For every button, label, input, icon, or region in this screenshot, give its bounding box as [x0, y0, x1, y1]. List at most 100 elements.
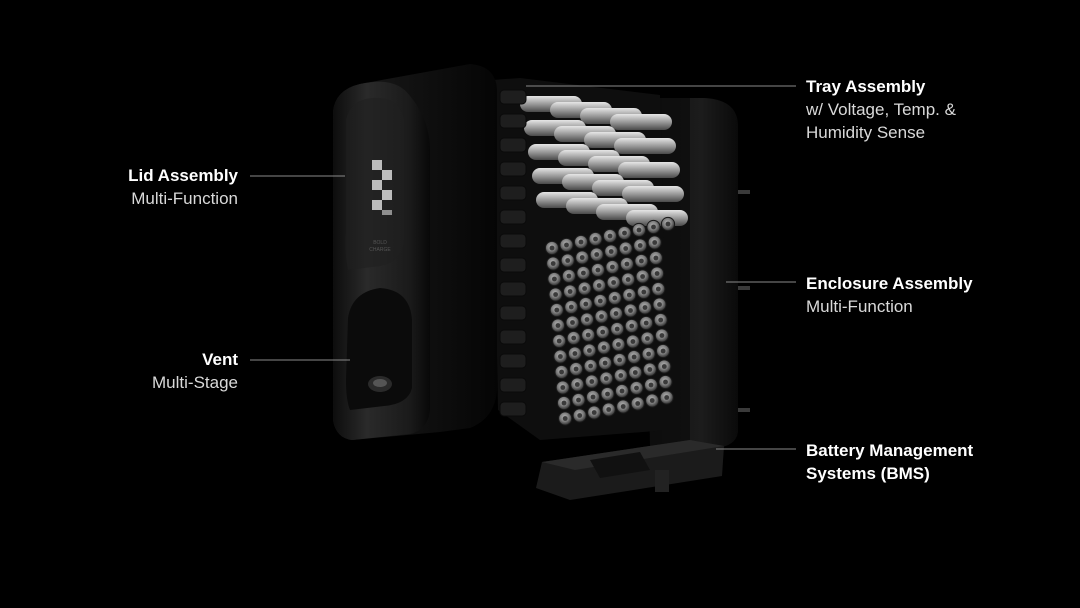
cell-cap-center — [556, 338, 562, 344]
cell-cap-center — [647, 367, 653, 372]
cell-tubes — [520, 96, 688, 226]
cell-cap-center — [603, 376, 609, 381]
cell-cap-center — [646, 351, 651, 357]
cell-cap-center — [584, 317, 590, 322]
cell-cap-center — [600, 329, 606, 335]
cell-cap-center — [629, 323, 635, 329]
callout-subtitle: Multi-Function — [131, 189, 238, 208]
cell-cap-center — [582, 286, 587, 291]
cell-cap-center — [631, 354, 637, 360]
cell-cap-center — [612, 295, 618, 301]
callout-title: Lid Assembly — [128, 166, 238, 185]
lid-brand-line-1: BOLD — [373, 240, 387, 246]
cell-cap-center — [663, 379, 668, 385]
cell-cap-center — [641, 289, 647, 295]
callout-tray-assembly: Tray Assembly w/ Voltage, Temp. & Humidi… — [806, 75, 956, 144]
cell-cap-center — [559, 369, 564, 375]
cell-cap-center — [585, 332, 591, 338]
cell-cap-center — [606, 407, 612, 412]
cell-cap-center — [593, 236, 598, 242]
cell-cap-center — [577, 413, 583, 418]
cell-cap-center — [651, 224, 656, 230]
cell-cap-center — [628, 308, 633, 313]
cell-cap-center — [574, 382, 580, 387]
cell-cap-center — [589, 379, 595, 384]
cell-cap-center — [623, 246, 629, 251]
cell-cap-center — [649, 398, 655, 403]
callout-subtitle: w/ Voltage, Temp. & — [806, 100, 956, 119]
cell-cap-center — [632, 370, 638, 375]
cell-cap-center — [579, 255, 585, 260]
cell-cap-center — [648, 382, 654, 388]
tray-clip — [499, 89, 527, 105]
callout-subtitle: Multi-Stage — [152, 373, 238, 392]
cell-cap-center — [657, 302, 662, 307]
cell-cap-center — [599, 314, 604, 319]
tray-clip — [499, 233, 527, 249]
cell-cap-center — [591, 410, 597, 415]
cell-cap-center — [554, 307, 560, 313]
tray-clip — [499, 401, 527, 417]
cell-cap-center — [570, 320, 575, 325]
tray-clip — [499, 209, 527, 225]
callout-vent: Vent Multi-Stage — [152, 348, 238, 394]
cell-cap-center — [616, 342, 621, 347]
callout-title: Enclosure Assembly — [806, 274, 973, 293]
cell-cap-center — [611, 280, 616, 285]
cell-cap-center — [634, 385, 639, 391]
cell-cap-center — [590, 394, 596, 400]
vent-assembly — [346, 288, 412, 410]
tray-clip — [499, 281, 527, 297]
cell-cap-center — [597, 298, 603, 304]
cell-cap-center — [637, 243, 643, 248]
cell-cap-center — [619, 388, 625, 394]
cell-cap-center — [566, 273, 572, 279]
cell-cap-center — [550, 261, 556, 266]
cell-cap-center — [626, 292, 632, 298]
cell-cap-center — [636, 227, 642, 233]
cell-cap-center — [587, 348, 592, 353]
cell-cap-center — [658, 317, 664, 323]
cell-cap-center — [625, 277, 631, 282]
tray-clip — [499, 377, 527, 393]
brand-logo-icon — [372, 160, 392, 215]
cell-cap-center — [635, 401, 641, 406]
callout-title: Battery Management — [806, 441, 974, 460]
cell-cap-center — [576, 397, 581, 403]
tray-clip — [499, 137, 527, 153]
cell-cap-center — [558, 354, 563, 359]
cell-tube — [618, 162, 680, 178]
tray-clip — [499, 185, 527, 201]
callout-enclosure-assembly: Enclosure Assembly Multi-Function — [806, 272, 973, 318]
cell-cap-center — [594, 252, 600, 257]
cell-cap-center — [659, 333, 665, 338]
tray-assembly — [492, 78, 688, 440]
cell-tube — [614, 138, 676, 154]
tray-clip — [499, 305, 527, 321]
cell-cap-center — [565, 258, 571, 263]
cell-cap-center — [552, 276, 557, 282]
cell-cap-center — [642, 305, 648, 310]
cell-cap-center — [622, 230, 627, 236]
cell-cap-center — [581, 270, 586, 276]
cell-cap-center — [568, 304, 574, 310]
cell-cap-center — [620, 404, 626, 409]
lid-brand-line-2: CHARGE — [369, 247, 391, 253]
cell-cap-center — [665, 221, 671, 227]
cell-cap-center — [578, 239, 584, 245]
cell-cap-center — [639, 258, 644, 264]
cell-cap-center — [654, 271, 660, 276]
cell-cap-center — [607, 233, 613, 239]
callout-title: Tray Assembly — [806, 77, 926, 96]
cell-cap-center — [562, 416, 568, 421]
battery-management-system — [536, 440, 724, 500]
cell-cap-center — [601, 345, 607, 350]
cell-cap-center — [652, 240, 658, 245]
cell-cap-center — [608, 249, 614, 254]
cell-cap-center — [560, 385, 566, 390]
callout-lid-assembly: Lid Assembly Multi-Function — [128, 164, 238, 210]
callout-title: Vent — [202, 350, 238, 369]
cell-tube — [622, 186, 684, 202]
callout-bms: Battery Management Systems (BMS) — [806, 439, 973, 485]
